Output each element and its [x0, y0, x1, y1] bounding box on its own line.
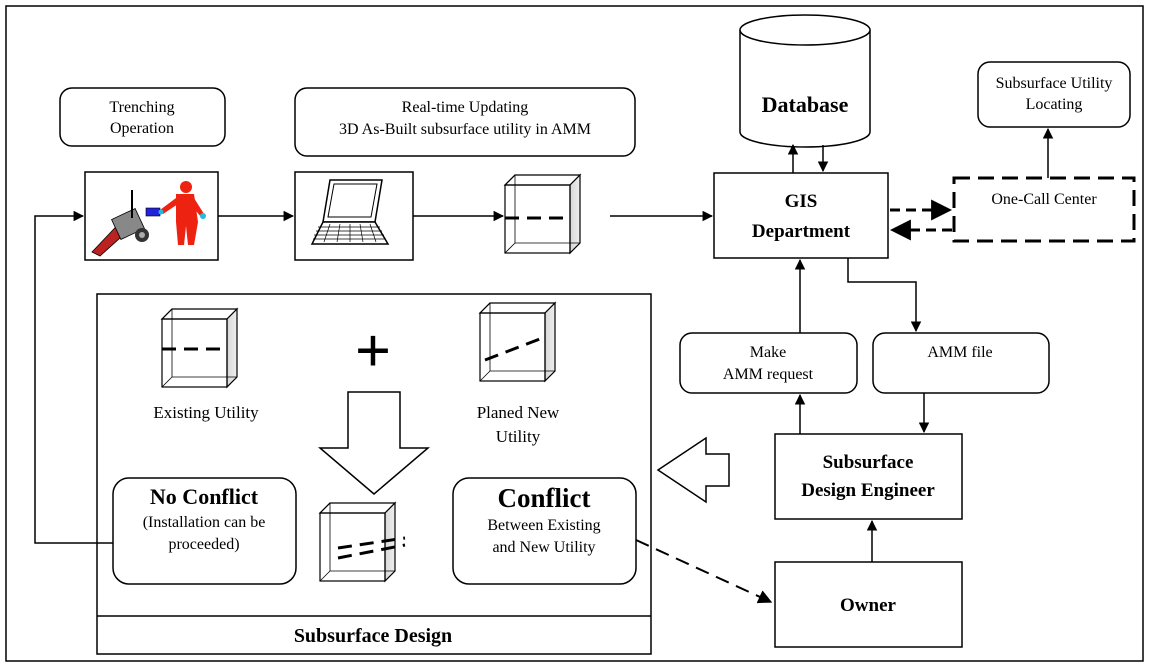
trenching-label-line1: Trenching — [109, 99, 174, 116]
amm-file-box: AMM file — [872, 332, 1050, 394]
planned-utility-label-line2: Utility — [496, 427, 541, 446]
subsurface-design-engineer-box: Subsurface Design Engineer — [774, 433, 963, 520]
no-conflict-line1: (Installation can be — [143, 514, 266, 531]
planned-utility-label-line1: Planed New — [477, 403, 560, 422]
conflict-title: Conflict — [498, 483, 591, 513]
existing-utility-label: Existing Utility — [153, 403, 259, 422]
outer-frame — [5, 5, 1144, 662]
trenching-operation-label: Trenching Operation — [59, 87, 226, 147]
conflict-cube-icon — [319, 502, 406, 582]
gis-label-line2: Department — [752, 221, 851, 242]
realtime-label-line1: Real-time Updating — [402, 99, 529, 116]
subsurface-utility-locating-box: Subsurface Utility Locating — [977, 61, 1131, 128]
plus-icon: + — [355, 315, 391, 386]
make-request-line1: Make — [750, 344, 786, 361]
worker-with-locator-icon — [84, 171, 219, 261]
owner-label: Owner — [840, 595, 897, 616]
make-amm-request-box: Make AMM request — [679, 332, 858, 394]
as-built-utility-cube-icon — [504, 174, 581, 254]
laptop-icon — [294, 171, 414, 261]
database-cylinder-icon: Database — [739, 14, 871, 148]
one-call-center-box: One-Call Center — [952, 176, 1136, 243]
arrow-conflict-to-owner — [635, 539, 773, 604]
gis-department-box: GIS Department — [713, 172, 889, 259]
no-conflict-title: No Conflict — [150, 484, 259, 509]
conflict-line2: and New Utility — [492, 539, 595, 556]
subsurface-design-panel: Subsurface Design — [96, 293, 652, 655]
existing-utility-cube-icon — [161, 308, 238, 388]
hollow-down-arrow-icon — [317, 391, 431, 495]
gis-label-line1: GIS — [785, 191, 818, 212]
amm-file-label: AMM file — [927, 344, 992, 361]
trenching-label-line2: Operation — [110, 120, 174, 137]
realtime-updating-label: Real-time Updating 3D As-Built subsurfac… — [294, 87, 636, 157]
arrow-noconflict-to-trenching — [34, 210, 113, 544]
subsurface-design-title: Subsurface Design — [294, 625, 452, 647]
owner-box: Owner — [774, 561, 963, 648]
connector-arrows — [34, 127, 1054, 604]
sul-label-line2: Locating — [1026, 96, 1083, 113]
one-call-label: One-Call Center — [991, 191, 1097, 208]
conflict-box: Conflict Between Existing and New Utilit… — [452, 477, 637, 585]
make-request-line2: AMM request — [723, 366, 814, 383]
sul-label-line1: Subsurface Utility — [996, 75, 1113, 92]
sde-label-line1: Subsurface — [823, 452, 914, 473]
no-conflict-box: No Conflict (Installation can be proceed… — [112, 477, 297, 585]
planned-utility-cube-icon — [479, 302, 556, 382]
sde-label-line2: Design Engineer — [801, 480, 935, 501]
conflict-line1: Between Existing — [487, 517, 600, 534]
realtime-label-line2: 3D As-Built subsurface utility in AMM — [339, 121, 591, 138]
no-conflict-line2: proceeded) — [168, 536, 239, 553]
arrow-gis-to-amm-file — [847, 258, 922, 333]
hollow-left-arrow-icon — [656, 436, 730, 504]
database-label: Database — [762, 92, 849, 117]
